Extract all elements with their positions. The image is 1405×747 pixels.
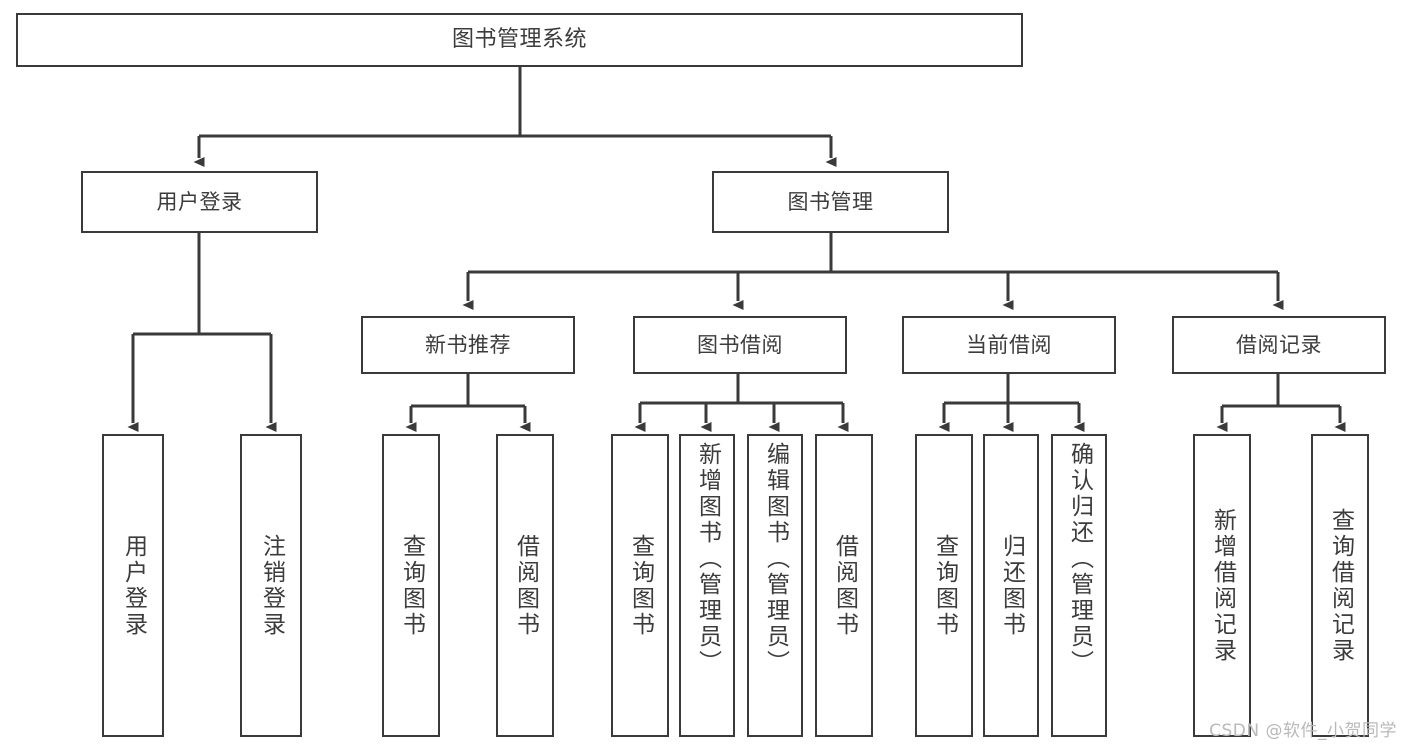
node-label: 新增借阅记录 xyxy=(1209,507,1236,664)
node-label: 查询图书 xyxy=(931,533,958,638)
node-new-book-recommend[interactable]: 新书推荐 xyxy=(361,316,575,374)
node-current-borrow[interactable]: 当前借阅 xyxy=(902,316,1116,374)
leaf-add-record[interactable]: 新增借阅记录 xyxy=(1193,434,1251,737)
leaf-query-book-1[interactable]: 查询图书 xyxy=(382,434,440,737)
leaf-query-book-2[interactable]: 查询图书 xyxy=(611,434,669,737)
node-book-management[interactable]: 图书管理 xyxy=(712,171,949,233)
node-borrow-record[interactable]: 借阅记录 xyxy=(1172,316,1386,374)
node-label: 借阅记录 xyxy=(1236,332,1322,357)
node-label: 用户登录 xyxy=(156,189,243,214)
node-user-login[interactable]: 用户登录 xyxy=(81,171,318,233)
node-book-borrow[interactable]: 图书借阅 xyxy=(633,316,847,374)
node-label: 当前借阅 xyxy=(966,332,1052,357)
node-label: 借阅图书 xyxy=(512,533,539,638)
node-label: 查询图书 xyxy=(398,533,425,638)
node-label: 归还图书 xyxy=(998,533,1025,638)
node-label: 用户登录 xyxy=(120,533,147,638)
node-label: 借阅图书 xyxy=(831,533,858,638)
leaf-query-book-3[interactable]: 查询图书 xyxy=(915,434,973,737)
leaf-user-login[interactable]: 用户登录 xyxy=(102,434,164,737)
node-label: 图书借阅 xyxy=(697,332,783,357)
node-label: 新书推荐 xyxy=(425,332,511,357)
leaf-edit-book[interactable]: 编辑图书（管理员） xyxy=(747,434,803,737)
csdn-watermark: CSDN @软件_小贺同学 xyxy=(1209,721,1397,741)
node-label: 图书管理系统 xyxy=(451,27,587,53)
leaf-return-book[interactable]: 归还图书 xyxy=(983,434,1039,737)
leaf-borrow-book-1[interactable]: 借阅图书 xyxy=(496,434,554,737)
node-label: 注销登录 xyxy=(258,533,285,638)
node-label: 编辑图书（管理员） xyxy=(762,442,789,676)
leaf-borrow-book-2[interactable]: 借阅图书 xyxy=(815,434,873,737)
node-root-system[interactable]: 图书管理系统 xyxy=(16,13,1023,67)
node-label: 新增图书（管理员） xyxy=(694,442,721,676)
leaf-query-record[interactable]: 查询借阅记录 xyxy=(1311,434,1369,737)
leaf-logout-login[interactable]: 注销登录 xyxy=(240,434,302,737)
node-label: 查询借阅记录 xyxy=(1327,507,1354,664)
node-label: 查询图书 xyxy=(627,533,654,638)
node-label: 图书管理 xyxy=(787,189,874,214)
leaf-add-book[interactable]: 新增图书（管理员） xyxy=(679,434,735,737)
leaf-confirm-return[interactable]: 确认归还（管理员） xyxy=(1051,434,1107,737)
node-label: 确认归还（管理员） xyxy=(1066,442,1093,676)
